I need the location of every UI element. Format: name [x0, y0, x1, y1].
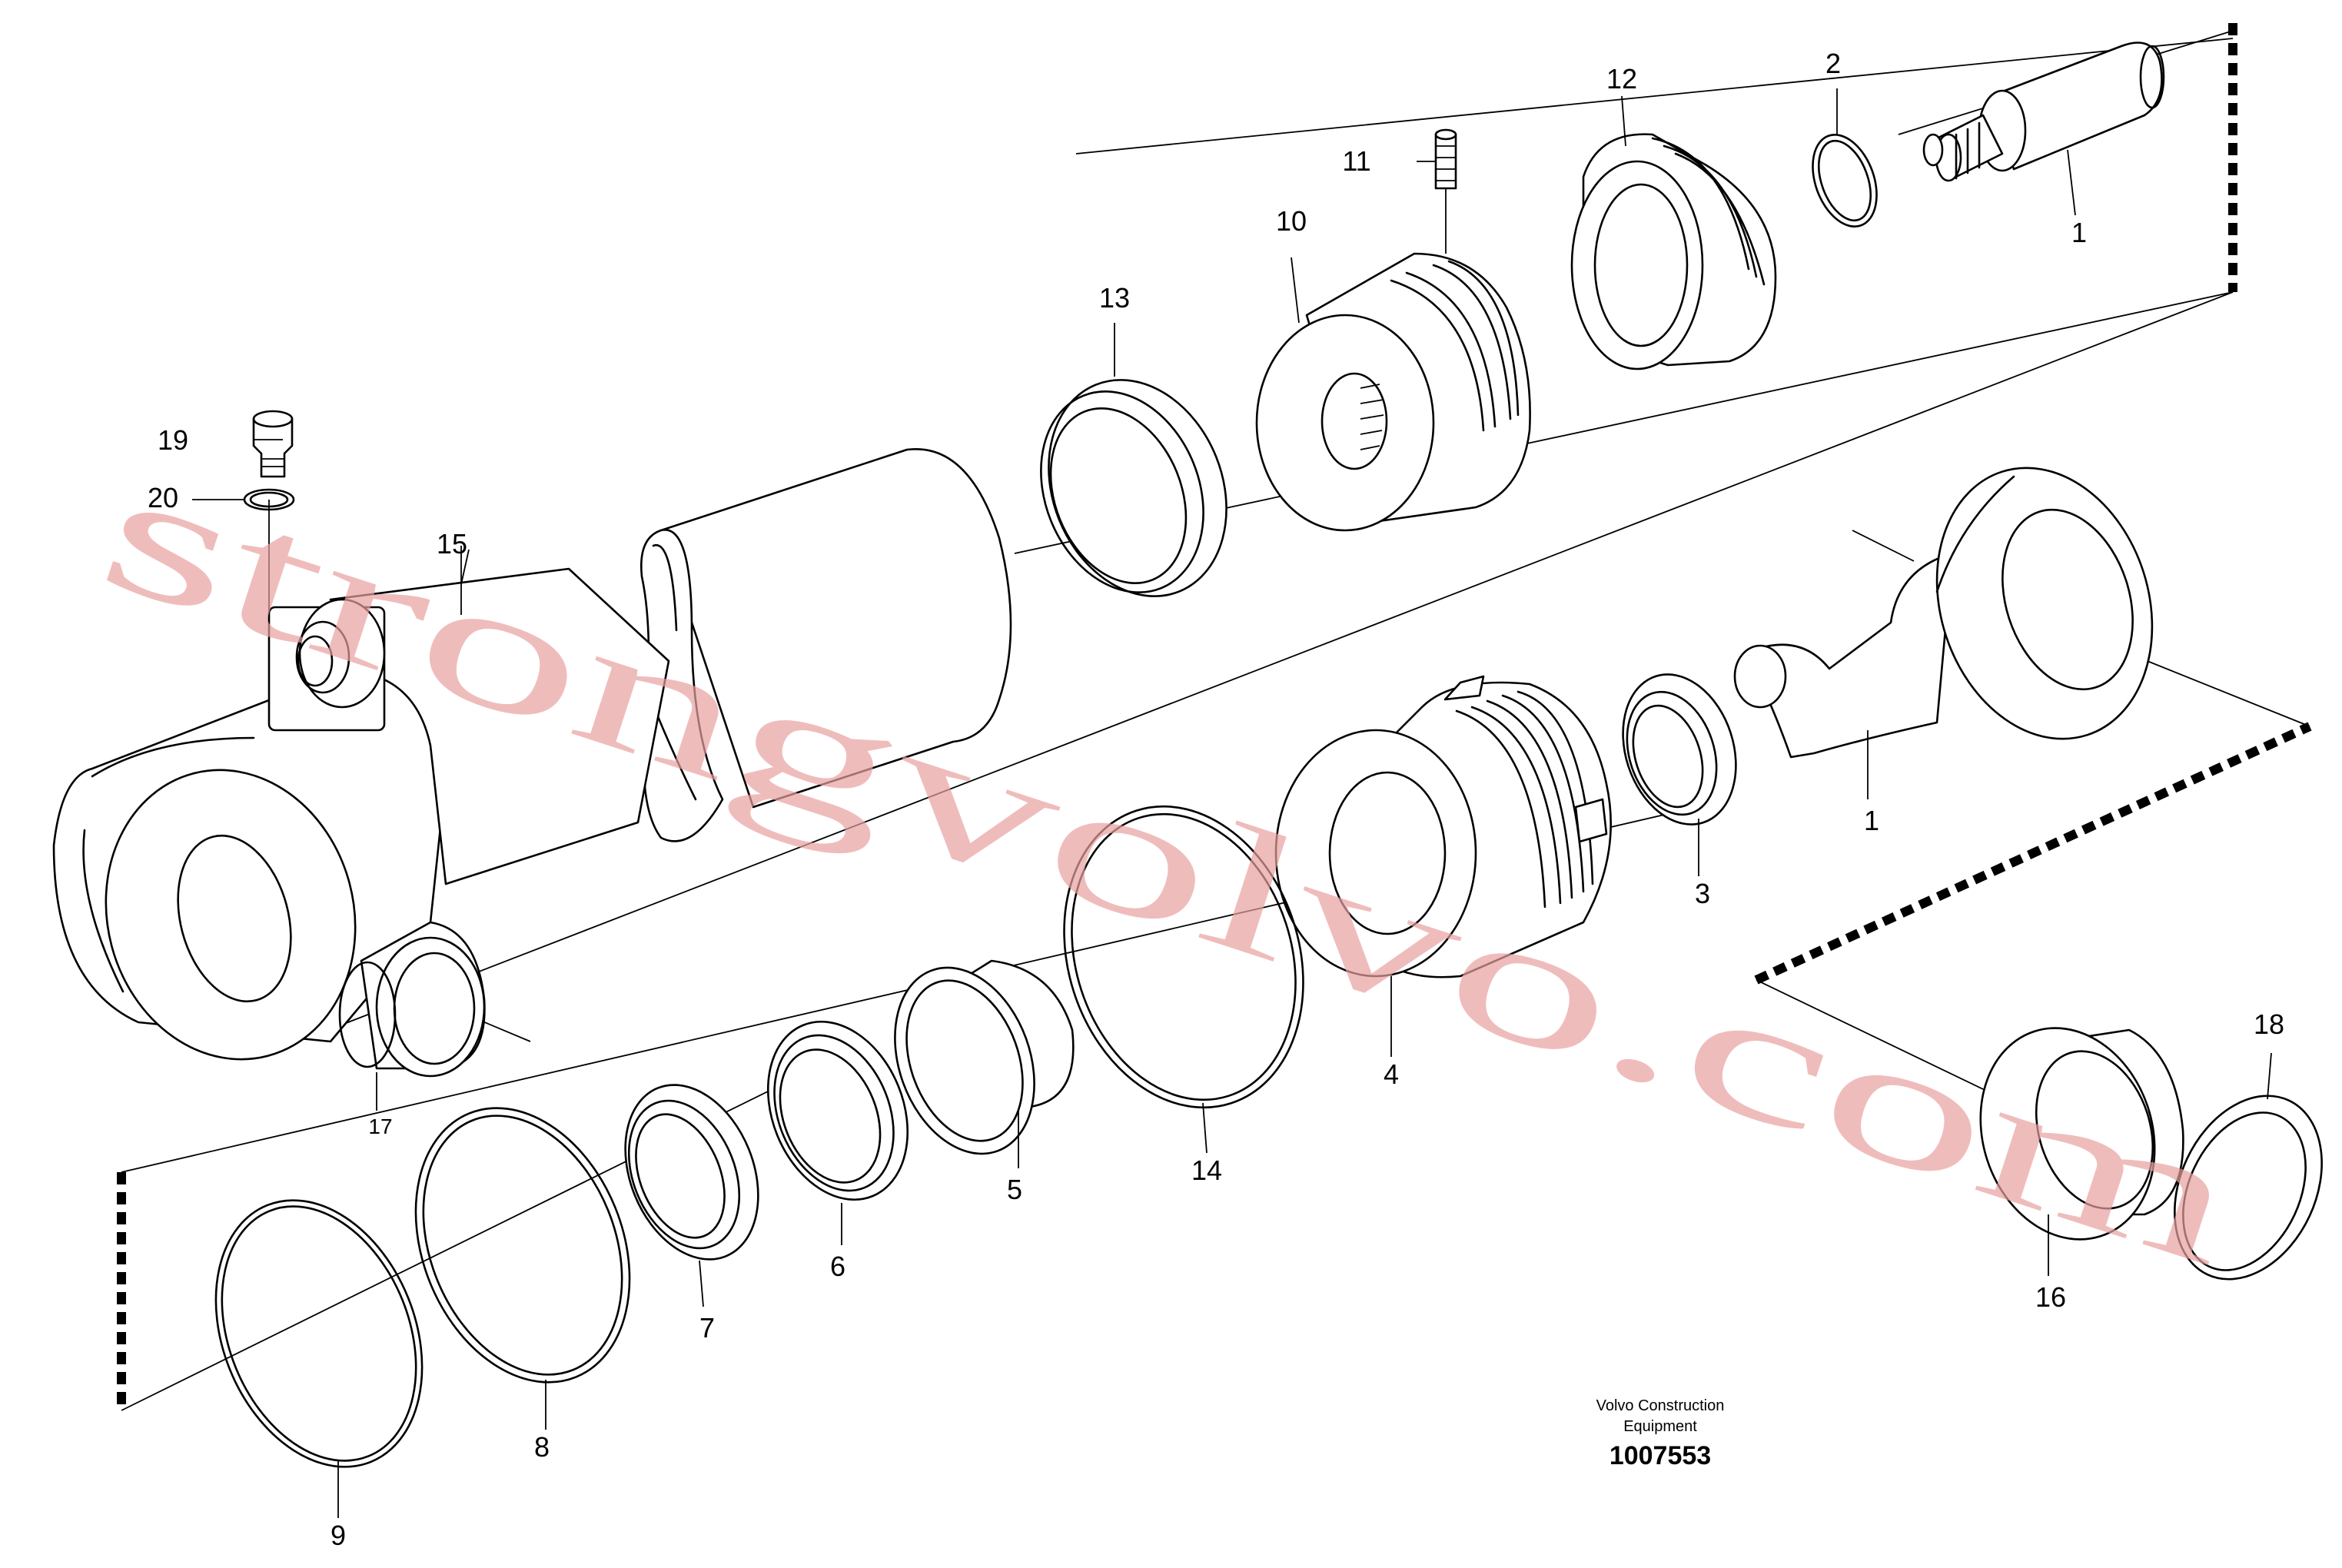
- callout-10: 10: [1276, 205, 1307, 237]
- part-10-piston: [1255, 252, 1531, 532]
- part-17-bushing: [338, 921, 486, 1078]
- callout-16: 16: [2035, 1281, 2066, 1313]
- callout-6: 6: [830, 1251, 845, 1282]
- callout-3: 3: [1695, 878, 1710, 909]
- footer-company-line1: Volvo Construction: [1596, 1397, 1725, 1414]
- part-7-wiper: [624, 1084, 759, 1261]
- part-1-rod-end: [1922, 42, 2165, 182]
- part-5-wear-ring: [894, 959, 1075, 1155]
- callout-1-lower: 1: [1864, 805, 1879, 836]
- callout-5: 5: [1007, 1174, 1022, 1205]
- part-9-o-ring: [214, 1199, 424, 1468]
- part-1-rod-eye: [1733, 467, 2154, 759]
- part-11-set-screw: [1434, 128, 1457, 254]
- callout-13: 13: [1099, 282, 1130, 314]
- callout-17: 17: [368, 1115, 392, 1138]
- part-15-cylinder-barrel: [52, 447, 1012, 1061]
- callout-19: 19: [158, 424, 188, 456]
- footer: Volvo Construction Equipment 1007553: [1596, 1397, 1725, 1470]
- part-3-seal: [1622, 673, 1737, 826]
- part-18-ring: [2174, 1095, 2323, 1281]
- callout-11: 11: [1342, 145, 1370, 177]
- callout-1-top: 1: [2071, 217, 2087, 248]
- callout-labels: 1 1 2 3 4 5 6 7 8 9 10 11 12 13 14 15 16…: [148, 48, 2284, 1551]
- part-13-guide-ring: [1040, 379, 1227, 597]
- callout-8: 8: [534, 1431, 550, 1463]
- part-2-o-ring: [1812, 134, 1878, 228]
- callout-14: 14: [1191, 1154, 1222, 1186]
- part-19-plug: [252, 410, 294, 478]
- footer-company-line2: Equipment: [1623, 1418, 1697, 1435]
- callout-7: 7: [699, 1312, 715, 1344]
- part-12-gland-nut: [1570, 133, 1777, 370]
- part-8-o-ring: [414, 1107, 631, 1384]
- callout-2: 2: [1825, 48, 1841, 79]
- callout-18: 18: [2254, 1008, 2284, 1040]
- part-6-backup-ring: [766, 1020, 909, 1201]
- part-16-bushing: [1979, 1027, 2184, 1241]
- callout-15: 15: [437, 528, 467, 560]
- part-4-cylinder-head: [1274, 675, 1613, 978]
- callout-9: 9: [331, 1520, 346, 1551]
- callout-4: 4: [1384, 1058, 1399, 1090]
- leader-lines: [192, 88, 2272, 1518]
- part-14-o-ring: [1063, 805, 1304, 1109]
- callout-12: 12: [1606, 63, 1637, 95]
- callout-20: 20: [148, 482, 178, 513]
- footer-diagram-code: 1007553: [1610, 1441, 1711, 1470]
- frame-dash-right-mid: [1754, 722, 2312, 985]
